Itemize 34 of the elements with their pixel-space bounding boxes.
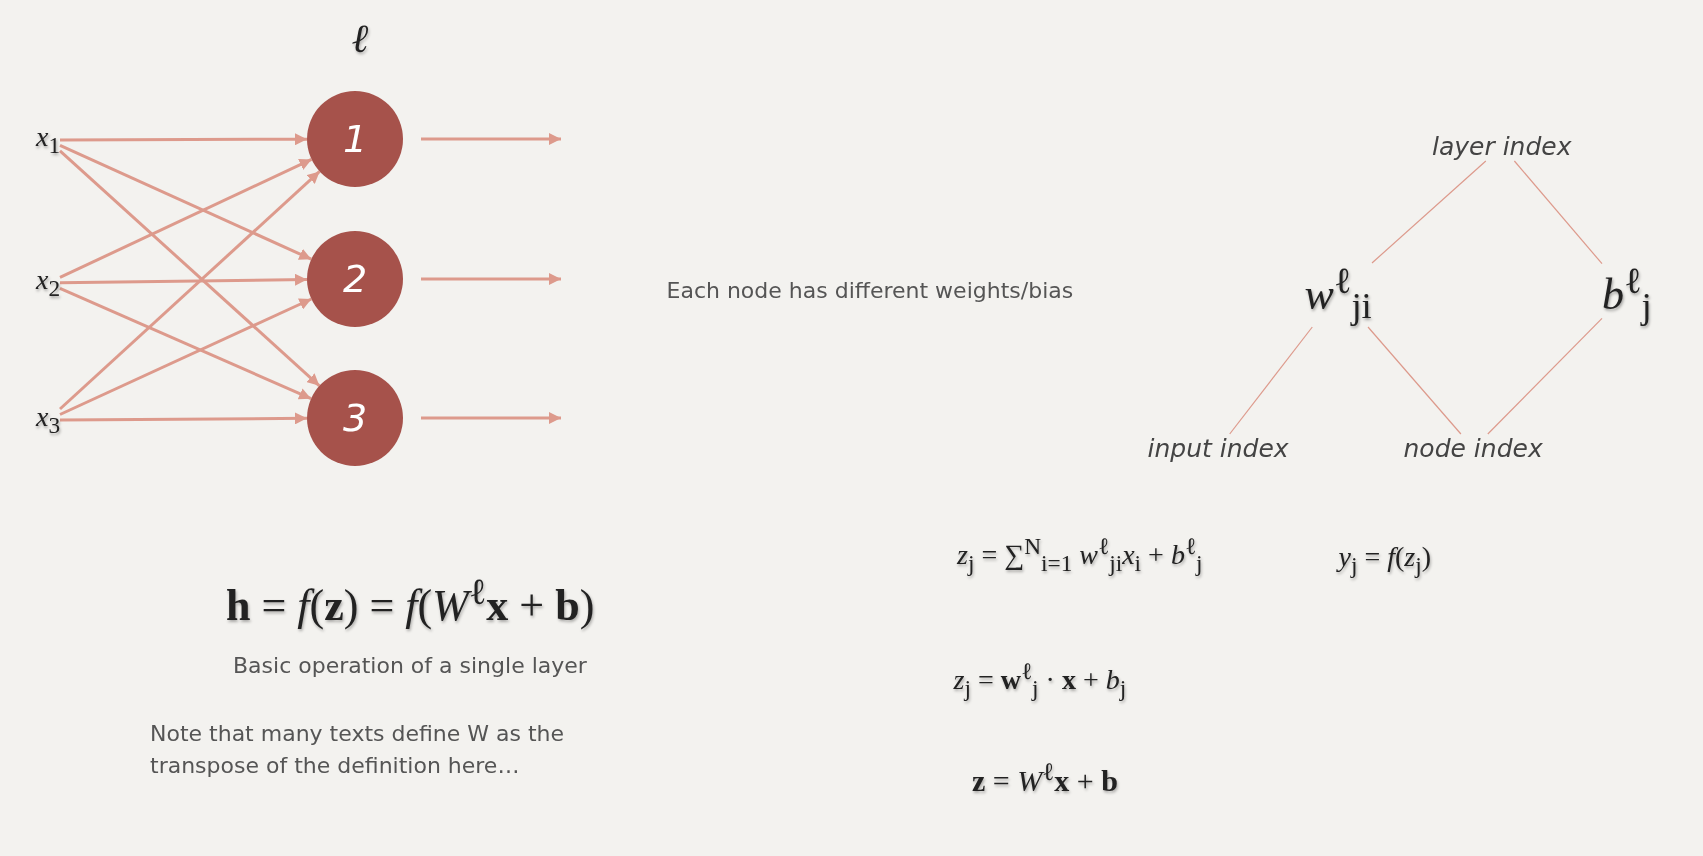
arrow <box>421 412 561 424</box>
leader-line <box>1367 326 1462 435</box>
leader-line <box>1371 160 1487 264</box>
arrow <box>59 286 312 401</box>
annotation-text: node index <box>1403 433 1543 463</box>
input-variable: x$_{3}$ <box>36 401 61 439</box>
formula: z$_{j}$ = w$^{ℓ}$$_{j}$ · x + b$_{j}$ <box>953 658 1127 702</box>
caption-text: Basic operation of a single layer <box>233 652 587 678</box>
arrow <box>59 273 308 286</box>
annotation-text: layer index <box>1432 131 1572 161</box>
arrow <box>421 273 561 285</box>
description-text: Each node has different weights/bias <box>666 277 1074 303</box>
neuron-circle: 3 <box>307 370 403 466</box>
leader-line <box>1487 317 1603 435</box>
arrow <box>59 170 321 411</box>
arrow <box>421 133 561 145</box>
arrow <box>59 144 312 261</box>
leader-line <box>1229 326 1313 435</box>
neuron-circle: 1 <box>307 91 403 187</box>
layer-symbol: ℓ <box>351 14 369 62</box>
arrow <box>60 412 307 425</box>
arrow <box>59 297 313 416</box>
input-variable: x$_{1}$ <box>36 121 61 159</box>
arrow <box>59 149 321 387</box>
note-text: Note that many texts define W as the transpose of the definition here… <box>150 720 566 780</box>
annotation-text: input index <box>1147 433 1289 463</box>
arrow <box>59 158 313 279</box>
formula: y$_{j}$ = f(z$_{j}$) <box>1338 541 1432 579</box>
leader-line <box>1513 160 1603 265</box>
formula: h = f(z) = f(W$^{ℓ}$x + b) <box>226 569 595 631</box>
input-variable: x$_{2}$ <box>36 264 61 302</box>
neuron-circle: 2 <box>307 231 403 327</box>
formula: z = W$^{ℓ}$x + b <box>972 758 1118 798</box>
arrow <box>60 133 307 146</box>
